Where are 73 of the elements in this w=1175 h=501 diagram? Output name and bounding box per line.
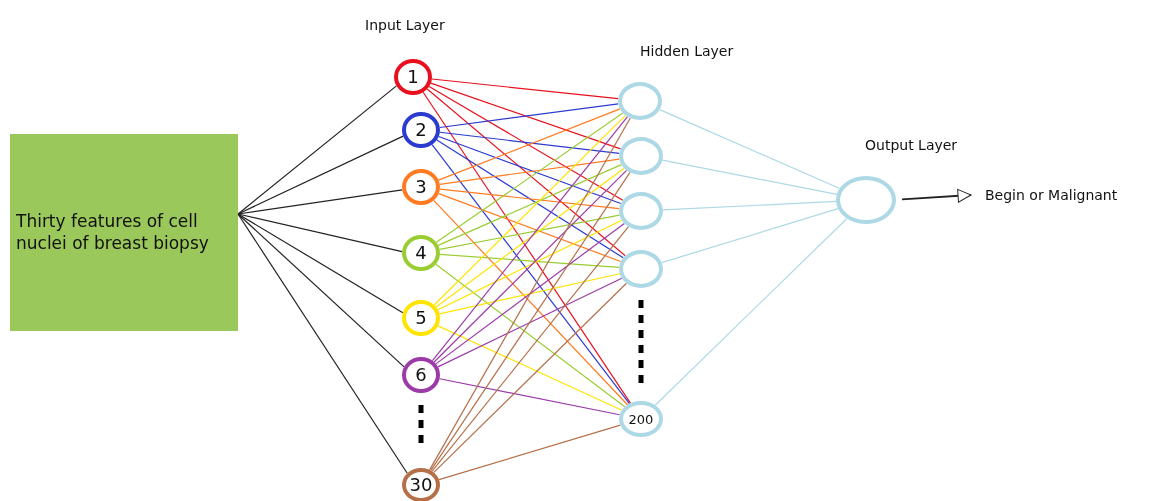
connection-line [237, 213, 403, 253]
connection-line [435, 263, 626, 408]
connection-line [433, 282, 628, 474]
connection-line [435, 222, 625, 365]
connection-line [431, 144, 630, 405]
neuron-circle [618, 82, 662, 120]
connection-line [431, 116, 629, 362]
neuron-number: 6 [415, 366, 427, 384]
neuron-circle [402, 468, 440, 501]
neuron-circle [402, 235, 440, 271]
neuron-circle [402, 357, 440, 393]
connection-line [438, 193, 622, 263]
neuron-circle [619, 401, 663, 437]
connection-line [237, 135, 404, 215]
connection-line [439, 158, 620, 185]
connection-line [439, 103, 619, 129]
output-text: Begin or Malignant [985, 188, 1118, 202]
connection-line [435, 112, 624, 243]
neuron-circle [619, 137, 663, 175]
connection-line [422, 91, 632, 404]
layer-heading: Hidden Layer [640, 43, 734, 59]
connection-line [439, 253, 620, 268]
neuron-number: 4 [415, 244, 427, 262]
connection-line [430, 82, 622, 150]
arrow [901, 188, 972, 203]
neuron-number: 3 [415, 178, 427, 196]
connection-line [439, 214, 621, 251]
connection-line [437, 108, 621, 181]
connection-line [661, 208, 839, 264]
connection-line [438, 424, 621, 481]
connection-line [433, 169, 628, 363]
connection-line [661, 159, 838, 195]
neuron-number: 5 [415, 309, 427, 327]
neuron-circle [402, 300, 440, 336]
neuron-circle [402, 112, 440, 148]
connection-line [237, 213, 405, 368]
connection-line [438, 135, 622, 205]
neuron-number: 200 [628, 412, 654, 426]
box-text: Thirty features of cell nuclei of breast biopsy [16, 209, 210, 255]
layer-heading: Output Layer [865, 137, 958, 153]
neuron-circle [619, 192, 663, 230]
connection-line [433, 114, 627, 306]
connection-line [429, 117, 631, 471]
neuron-number: 2 [415, 121, 427, 139]
neuron-circle [836, 176, 896, 224]
connection-line [437, 325, 623, 411]
connection-line [437, 219, 623, 311]
neuron-circle [402, 169, 440, 205]
connection-line [439, 188, 620, 210]
connection-line [436, 139, 624, 259]
connection-line [237, 85, 398, 215]
neuron-number: 1 [407, 68, 419, 86]
connection-line [435, 167, 625, 308]
connection-line [437, 277, 623, 368]
neuron-number: 30 [409, 476, 433, 494]
connection-line [430, 171, 631, 471]
connection-line [654, 217, 848, 406]
connection-line [662, 200, 837, 211]
connection-line [431, 78, 619, 100]
connection-line [428, 85, 624, 201]
connection-line [438, 273, 621, 315]
connection-line [426, 88, 626, 257]
neuron-circle [394, 59, 432, 95]
layer-heading: Input Layer [365, 17, 445, 33]
connection-line [439, 131, 620, 154]
input-features-box [10, 133, 238, 331]
connection-line [659, 109, 841, 190]
neuron-circle [619, 250, 663, 288]
connection-line [431, 226, 630, 472]
connection-line [439, 378, 621, 416]
connection-line [237, 189, 403, 215]
connection-line [437, 164, 622, 246]
connection-line [433, 199, 629, 406]
